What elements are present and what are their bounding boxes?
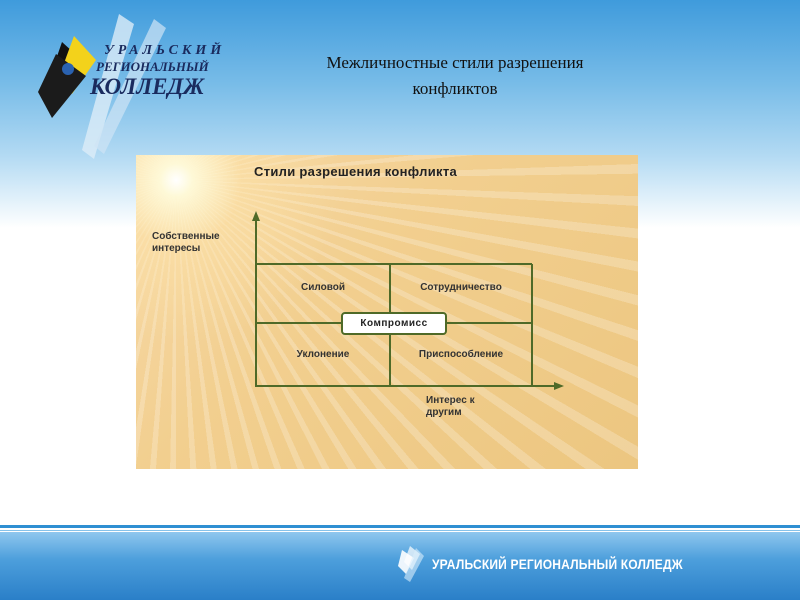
x-axis-label: Интерес к другим bbox=[426, 395, 475, 418]
cell-collaboration: Сотрудничество bbox=[420, 282, 502, 293]
cell-forcing: Силовой bbox=[301, 282, 345, 293]
slide-title: Межличностные стили разрешения конфликто… bbox=[250, 50, 660, 102]
logo-text-line2: РЕГИОНАЛЬНЫЙ bbox=[96, 59, 209, 74]
footer-emblem-icon bbox=[398, 546, 424, 582]
logo-text-line1: УРАЛЬСКИЙ bbox=[104, 43, 226, 58]
cell-accommodation: Приспособление bbox=[418, 349, 504, 360]
college-logo: УРАЛЬСКИЙ РЕГИОНАЛЬНЫЙ КОЛЛЕДЖ bbox=[34, 14, 224, 164]
x-axis-arrow-icon bbox=[554, 382, 564, 390]
footer-divider-thin bbox=[0, 530, 800, 531]
slide-title-line1: Межличностные стили разрешения bbox=[326, 53, 584, 72]
slide-title-line2: конфликтов bbox=[412, 79, 498, 98]
college-emblem-icon bbox=[38, 14, 166, 159]
footer-college-name: УРАЛЬСКИЙ РЕГИОНАЛЬНЫЙ КОЛЛЕДЖ bbox=[432, 556, 683, 572]
conflict-styles-diagram: Стили разрешения конфликта Собственные и… bbox=[136, 155, 638, 469]
y-axis-arrow-icon bbox=[252, 211, 260, 221]
diagram-grid bbox=[252, 211, 564, 390]
cell-avoidance: Уклонение bbox=[296, 349, 350, 360]
y-axis-label: Собственные интересы bbox=[152, 231, 220, 254]
diagram-title: Стили разрешения конфликта bbox=[254, 164, 458, 179]
cell-compromise: Компромисс bbox=[341, 312, 447, 335]
footer-divider bbox=[0, 525, 800, 528]
logo-text-line3: КОЛЛЕДЖ bbox=[90, 74, 205, 99]
